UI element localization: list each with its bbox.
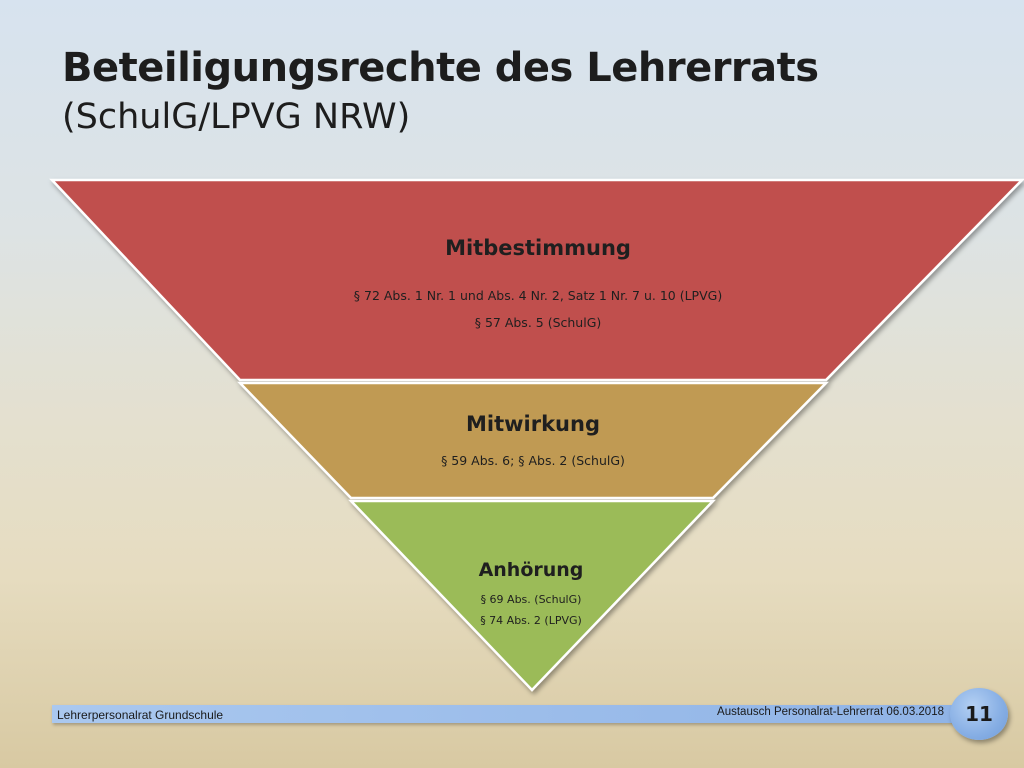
title-block: Beteiligungsrechte des Lehrerrats (Schul… <box>62 42 962 140</box>
layer-anhoerung-title: Anhörung <box>478 559 584 581</box>
layer-mitbestimmung-title: Mitbestimmung <box>445 236 631 260</box>
layer-mitwirkung-text: Mitwirkung § 59 Abs. 6; § Abs. 2 (SchulG… <box>383 412 683 471</box>
layer-mitwirkung-ref-1: § 59 Abs. 6; § Abs. 2 (SchulG) <box>441 453 625 468</box>
layer-mitbestimmung-text: Mitbestimmung § 72 Abs. 1 Nr. 1 und Abs.… <box>238 236 838 336</box>
slide-subtitle: (SchulG/LPVG NRW) <box>62 97 411 137</box>
layer-mitwirkung-title: Mitwirkung <box>466 412 600 436</box>
layer-anhoerung-ref-2: § 74 Abs. 2 (LPVG) <box>480 614 582 627</box>
layer-mitbestimmung-ref-2: § 57 Abs. 5 (SchulG) <box>474 315 602 330</box>
footer-bar <box>52 705 972 723</box>
pyramid-layer-mitbestimmung <box>49 178 1024 382</box>
layer-anhoerung-text: Anhörung § 69 Abs. (SchulG) § 74 Abs. 2 … <box>431 559 631 631</box>
footer-left-text: Lehrerpersonalrat Grundschule <box>57 708 224 722</box>
slide-title: Beteiligungsrechte des Lehrerrats <box>62 45 819 91</box>
layer-mitbestimmung-ref-1: § 72 Abs. 1 Nr. 1 und Abs. 4 Nr. 2, Satz… <box>353 288 723 303</box>
pyramid-layer-mitwirkung <box>237 381 829 500</box>
layer-anhoerung-ref-1: § 69 Abs. (SchulG) <box>480 593 582 606</box>
page-number-badge: 11 <box>950 688 1008 740</box>
pyramid-layer-anhoerung <box>348 499 716 692</box>
footer-right-text: Austausch Personalrat-Lehrerrat 06.03.20… <box>717 706 944 718</box>
